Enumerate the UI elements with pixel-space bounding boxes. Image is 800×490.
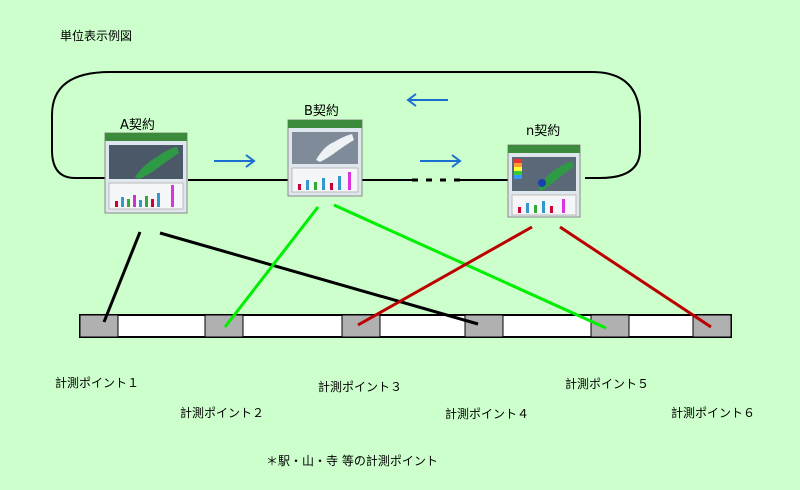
left-arrow-icon [406,93,448,107]
measurement-point-box-1 [79,314,119,338]
point-label-4: 計測ポイント４ [445,407,530,421]
link-n-point6 [559,225,712,329]
measurement-point-box-5 [590,314,630,338]
measurement-point-box-4 [464,314,504,338]
link-b-point2 [223,206,320,328]
point-label-2: 計測ポイント２ [180,406,265,420]
right-arrow-icon [214,154,256,168]
point-label-5: 計測ポイント５ [565,377,650,391]
measurement-strip [79,314,732,338]
contract-cycle-loop [51,71,641,179]
footnote: ＊駅・山・寺 等の計測ポイント [266,454,438,468]
point-label-3: 計測ポイント３ [318,380,403,394]
contract-label-b: B契約 [304,104,339,119]
contract-label-a: A契約 [120,118,155,133]
link-a-point4 [159,231,479,326]
point-label-1: 計測ポイント１ [55,376,140,390]
link-n-point3 [357,225,533,327]
right-arrow-icon [420,154,462,168]
weather-map-thumbnail [507,144,581,218]
weather-map-thumbnail [104,132,188,214]
point-label-6: 計測ポイント６ [671,406,756,420]
link-a-point1 [102,231,142,323]
contract-label-n: n契約 [526,124,561,139]
weather-map-thumbnail [287,119,363,197]
measurement-point-box-3 [341,314,381,338]
page-title: 単位表示例図 [60,29,133,43]
link-b-point5 [333,203,607,330]
